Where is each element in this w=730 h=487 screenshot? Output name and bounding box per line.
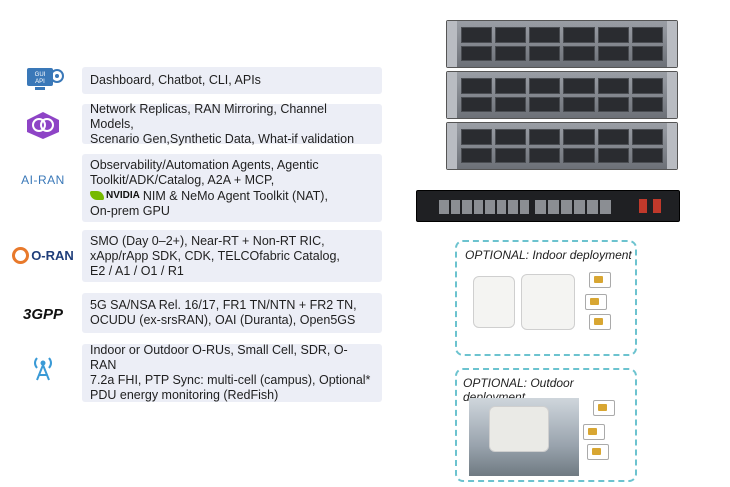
- outdoor-radio-unit: [489, 406, 549, 452]
- optional-indoor-title: OPTIONAL: Indoor deployment: [465, 248, 632, 262]
- row-text-box: 5G SA/NSA Rel. 16/17, FR1 TN/NTN + FR2 T…: [82, 293, 382, 333]
- o-ran-logo: O-RAN: [10, 240, 76, 270]
- sim-card-icon: [593, 400, 615, 416]
- svg-text:GUI: GUI: [35, 72, 46, 78]
- row-line: Network Replicas, RAN Mirroring, Channel…: [90, 101, 327, 131]
- network-switch: [416, 190, 680, 222]
- rack-ear: [667, 72, 677, 118]
- sim-card-icon: [587, 444, 609, 460]
- rack-ear: [447, 21, 457, 67]
- ai-ran-label: AI-RAN: [21, 173, 65, 187]
- 3gpp-label: 3GPP: [22, 305, 64, 323]
- row-line: Indoor or Outdoor O-RUs, Small Cell, SDR…: [90, 343, 348, 372]
- row-line: SMO (Day 0–2+), Near-RT + Non-RT RIC,: [90, 233, 325, 248]
- 3gpp-logo: 3GPP: [10, 300, 76, 328]
- nvidia-wordmark: NVIDIA: [106, 189, 140, 201]
- row-line: Scenario Gen,Synthetic Data, What-if val…: [90, 131, 355, 146]
- optional-outdoor-panel: OPTIONAL: Outdoor deployment: [455, 368, 637, 482]
- row-line: Toolkit/ADK/Catalog, A2A + MCP,: [90, 172, 275, 187]
- digital-twin-icon: [10, 108, 76, 142]
- row-text-box: Indoor or Outdoor O-RUs, Small Cell, SDR…: [82, 343, 382, 402]
- nvidia-eye-icon: [90, 190, 104, 200]
- indoor-radio-unit: [473, 276, 515, 328]
- switch-ports: [439, 200, 529, 214]
- switch-indicator: [653, 199, 661, 213]
- row-line: On-prem GPU: [90, 203, 170, 218]
- sim-card-icon: [585, 294, 607, 310]
- rack-ear: [667, 123, 677, 169]
- row-line: xApp/rApp SDK, CDK, TELCOfabric Catalog,: [90, 248, 340, 263]
- indoor-radio-unit: [521, 274, 575, 330]
- drive-bays: [461, 27, 663, 61]
- row-text-box: Dashboard, Chatbot, CLI, APIs: [82, 67, 382, 94]
- row-line: Observability/Automation Agents, Agentic: [90, 157, 319, 172]
- row-line: 5G SA/NSA Rel. 16/17, FR1 TN/NTN + FR2 T…: [90, 298, 357, 312]
- rack-ear: [447, 72, 457, 118]
- drive-bays: [461, 129, 663, 163]
- nvidia-logo: NVIDIA: [90, 188, 140, 203]
- server-unit: [446, 20, 678, 68]
- server-unit: [446, 71, 678, 119]
- drive-bays: [461, 78, 663, 112]
- antenna-tower-icon: [10, 352, 76, 382]
- optional-indoor-panel: OPTIONAL: Indoor deployment: [455, 240, 637, 356]
- row-line: Dashboard, Chatbot, CLI, APIs: [90, 73, 261, 87]
- o-ran-label: O-RAN: [31, 247, 74, 263]
- gui-api-icon: GUI API: [10, 66, 76, 94]
- o-ran-ring-icon: [12, 246, 30, 264]
- svg-text:API: API: [35, 79, 45, 85]
- server-unit: [446, 122, 678, 170]
- rack-ear: [667, 21, 677, 67]
- ai-ran-logo: AI-RAN: [10, 165, 76, 195]
- row-text-box: SMO (Day 0–2+), Near-RT + Non-RT RIC, xA…: [82, 230, 382, 282]
- row-line: OCUDU (ex-srsRAN), OAI (Duranta), Open5G…: [90, 313, 356, 327]
- rack-ear: [447, 123, 457, 169]
- row-line: 7.2a FHI, PTP Sync: multi-cell (campus),…: [90, 373, 371, 387]
- sim-card-icon: [589, 272, 611, 288]
- sim-card-icon: [589, 314, 611, 330]
- switch-ports: [535, 200, 611, 214]
- row-text-box: Observability/Automation Agents, Agentic…: [82, 154, 382, 222]
- switch-indicator: [639, 199, 647, 213]
- sim-card-icon: [583, 424, 605, 440]
- row-text-box: Network Replicas, RAN Mirroring, Channel…: [82, 101, 382, 146]
- row-line-text: NIM & NeMo Agent Toolkit (NAT),: [142, 188, 328, 203]
- row-line: PDU energy monitoring (RedFish): [90, 388, 279, 402]
- row-line: E2 / A1 / O1 / R1: [90, 263, 184, 278]
